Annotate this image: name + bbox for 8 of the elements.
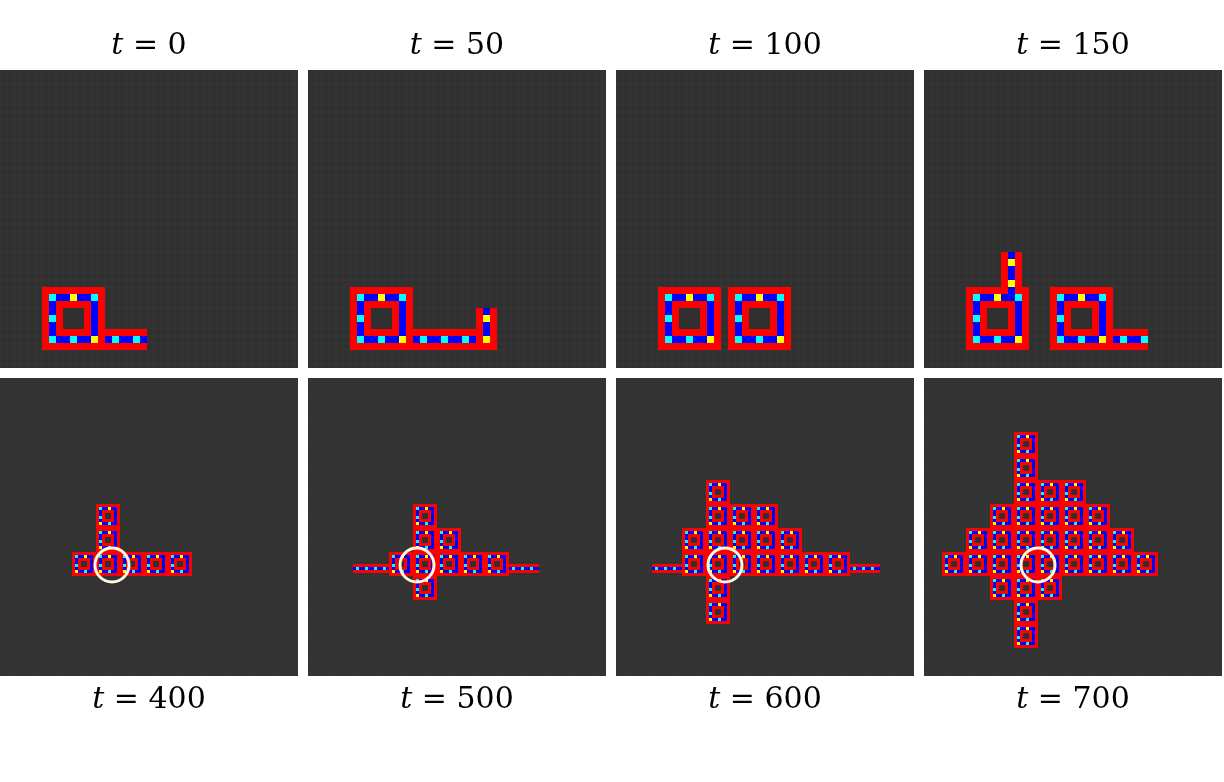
time-label: t = 150 <box>1015 26 1131 62</box>
time-label: t = 600 <box>707 680 823 716</box>
time-label: t = 700 <box>1015 680 1131 716</box>
time-label: t = 50 <box>408 26 506 62</box>
time-label: t = 0 <box>110 26 188 62</box>
time-label: t = 400 <box>91 680 207 716</box>
time-label: t = 500 <box>399 680 515 716</box>
time-label: t = 100 <box>707 26 823 62</box>
